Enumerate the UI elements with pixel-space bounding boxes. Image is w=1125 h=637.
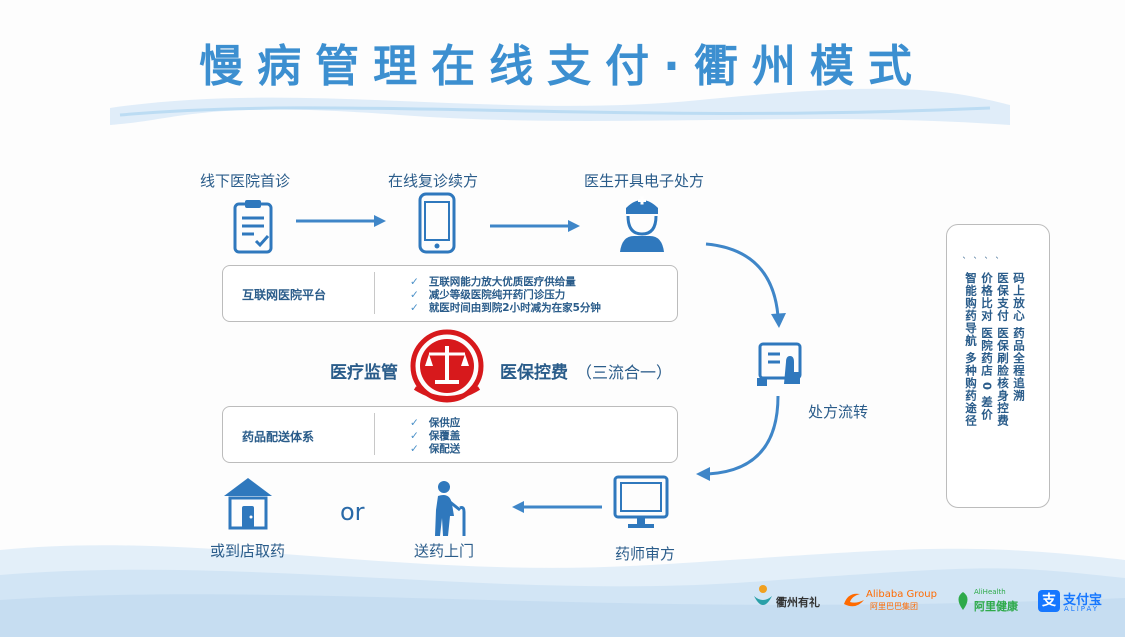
bottom-wave-decoration (0, 545, 1125, 637)
platform-box-divider (374, 272, 375, 314)
platform-box-item-3: ✓ 就医时间由到院2小时减为在家5分钟 (410, 302, 601, 315)
side-panel-column-4: 智能购药导航 多种购药途径 (964, 272, 978, 428)
step-label-first-visit: 线下医院首诊 (200, 172, 291, 190)
clipboard-icon (233, 200, 273, 254)
alipay-logo-text-en: ALIPAY (1064, 605, 1100, 613)
alipay-logo-icon: 支 (1038, 590, 1060, 612)
page-title: 慢病管理在线支付·衢州模式 (199, 41, 926, 92)
platform-box-item-2-text: 减少等级医院纯开药门诊压力 (428, 289, 566, 301)
title-wave-decoration (110, 88, 1010, 125)
monitor-icon (613, 475, 669, 528)
step-label-pickup-at-store: 或到店取药 (210, 542, 286, 560)
alibaba-logo-text: Alibaba Group (866, 589, 937, 600)
check-icon: ✓ (410, 289, 419, 301)
step-label-pharmacist-review: 药师审方 (615, 545, 676, 563)
medical-supervision-label: 医疗监管 (330, 363, 398, 383)
delivery-box-item-1: ✓ 保供应 (410, 417, 460, 430)
supervision-emblem-icon (410, 329, 484, 403)
flow-arrow-left (512, 501, 602, 513)
delivery-box-item-2: ✓ 保覆盖 (410, 430, 460, 443)
flow-arrow-curve-return (696, 395, 780, 481)
check-icon: ✓ (410, 302, 419, 314)
platform-box-item-1: ✓ 互联网能力放大优质医疗供给量 (410, 276, 576, 289)
delivery-box-name: 药品配送体系 (242, 430, 315, 444)
or-text: or (340, 498, 365, 526)
delivery-box-item-1-text: 保供应 (428, 417, 461, 429)
check-icon: ✓ (410, 417, 419, 429)
doctor-icon (620, 196, 664, 252)
three-flows-note: （三流合一） (576, 363, 673, 382)
alihealth-logo-text-en: AliHealth (974, 588, 1006, 596)
check-icon: ✓ (410, 430, 419, 442)
delivery-box-item-2-text: 保覆盖 (428, 430, 461, 442)
platform-box-item-1-text: 互联网能力放大优质医疗供给量 (428, 276, 576, 288)
step-label-home-delivery: 送药上门 (414, 542, 475, 560)
alibaba-logo-icon (844, 593, 864, 607)
platform-box-name: 互联网医院平台 (242, 288, 327, 302)
alibaba-logo-text-cn: 阿里巴巴集团 (870, 602, 918, 611)
store-icon (224, 478, 272, 530)
flow-arrow-1 (296, 215, 386, 227)
alihealth-logo-icon (958, 592, 968, 610)
side-panel-bullet-marks: ˎˎˎˎ (962, 248, 1006, 259)
side-panel-column-1: 码上放心 药品全程追溯 (1012, 272, 1026, 403)
quzhou-logo-icon (754, 585, 772, 605)
prescription-transfer-icon (757, 342, 802, 386)
step-label-online-revisit: 在线复诊续方 (388, 172, 479, 190)
insurance-cost-control-label: 医保控费 (500, 363, 568, 383)
platform-box-item-3-text: 就医时间由到院2小时减为在家5分钟 (428, 302, 601, 314)
flow-arrow-curve-down (705, 242, 786, 328)
side-panel-column-2: 医保支付 医保刷脸核身控费 (996, 272, 1010, 428)
side-panel-column-3: 价格比对 医院药店 0 差价 (980, 272, 994, 422)
step-label-prescription-transfer: 处方流转 (808, 403, 869, 421)
check-icon: ✓ (410, 443, 419, 455)
platform-box-item-2: ✓ 减少等级医院纯开药门诊压力 (410, 289, 565, 302)
delivery-box-item-3: ✓ 保配送 (410, 443, 460, 456)
internet-hospital-platform-box (222, 265, 678, 322)
delivery-box-item-3-text: 保配送 (428, 443, 461, 455)
feature-side-panel (946, 224, 1050, 508)
quzhou-logo-text: 衢州有礼 (776, 596, 820, 609)
step-label-e-prescription: 医生开具电子处方 (584, 172, 705, 190)
check-icon: ✓ (410, 276, 419, 288)
drug-delivery-system-box (222, 406, 678, 463)
alihealth-logo-text: 阿里健康 (974, 600, 1018, 613)
phone-icon (418, 192, 456, 254)
elderly-person-icon (435, 481, 466, 536)
alipay-logo-text: 支付宝 (1063, 593, 1103, 608)
flow-arrow-2 (490, 220, 580, 232)
delivery-box-divider (374, 413, 375, 455)
